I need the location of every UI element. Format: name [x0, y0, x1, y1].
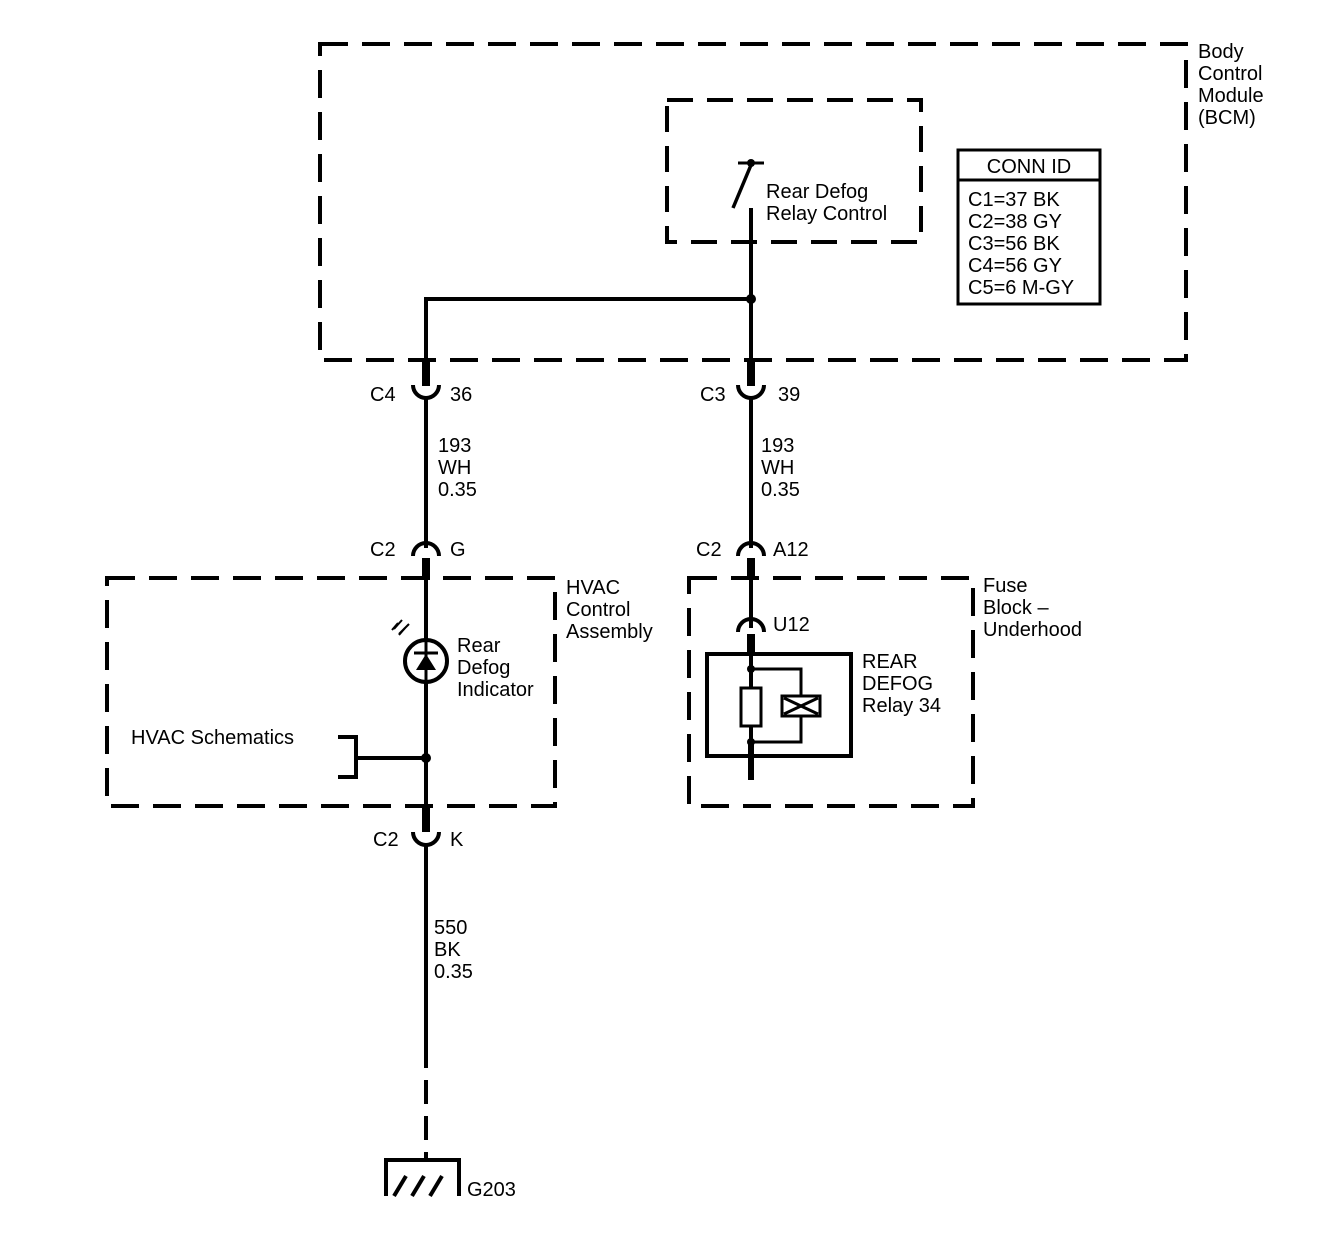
- relay-34-label: REAR DEFOG Relay 34: [862, 651, 941, 717]
- connector-hvac-in-name: C2: [370, 539, 396, 561]
- schematic-reference-bracket: [338, 735, 431, 779]
- connector-c4-name: C4: [370, 384, 396, 406]
- connector-c4-pin: 36: [450, 384, 472, 406]
- hvac-box: [105, 576, 557, 808]
- led-indicator-icon: [391, 619, 449, 684]
- conn-id-item: C3=56 BK: [968, 233, 1060, 255]
- bcm-label: Body Control Module (BCM): [1198, 41, 1269, 129]
- relay-control-switch-icon: [731, 159, 764, 209]
- splice-dot: [746, 294, 756, 304]
- connector-fuse-in-pin: A12: [773, 539, 809, 561]
- hvac-schematics-label: HVAC Schematics: [131, 727, 294, 749]
- conn-id-item: C4=56 GY: [968, 255, 1062, 277]
- relay-control-box: [665, 98, 923, 244]
- relay-34-icon: [705, 652, 853, 780]
- connector-fuse-in-symbol: [736, 541, 766, 557]
- fuse-block-label: Fuse Block – Underhood: [983, 575, 1082, 641]
- connector-fuse-in-name: C2: [696, 539, 722, 561]
- fuse-block-box: [687, 576, 975, 808]
- wire-193-left-label: 193 WH 0.35: [438, 435, 477, 501]
- conn-id-table: CONN ID C1=37 BK C2=38 GY C3=56 BK C4=56…: [956, 148, 1102, 306]
- conn-id-title: CONN ID: [987, 156, 1071, 178]
- led-indicator-label: Rear Defog Indicator: [457, 635, 534, 701]
- connector-hvac-in-symbol: [411, 541, 441, 557]
- connector-hvac-in-pin: G: [450, 539, 466, 561]
- connector-hvac-out-name: C2: [373, 829, 399, 851]
- connector-c3-name: C3: [700, 384, 726, 406]
- wire-193-right-label: 193 WH 0.35: [761, 435, 800, 501]
- conn-id-item: C1=37 BK: [968, 189, 1060, 211]
- relay-control-label: Rear Defog Relay Control: [766, 181, 887, 225]
- conn-id-item: C2=38 GY: [968, 211, 1062, 233]
- conn-id-item: C5=6 M-GY: [968, 277, 1074, 299]
- hvac-label: HVAC Control Assembly: [566, 577, 653, 643]
- connector-hvac-out-pin: K: [450, 829, 464, 851]
- connector-c3-pin: 39: [778, 384, 800, 406]
- ground-label: G203: [467, 1179, 516, 1201]
- connector-u12-symbol: [736, 617, 766, 633]
- connector-u12-pin: U12: [773, 614, 810, 636]
- ground-icon: [384, 1158, 461, 1198]
- wire-550-label: 550 BK 0.35: [434, 917, 473, 983]
